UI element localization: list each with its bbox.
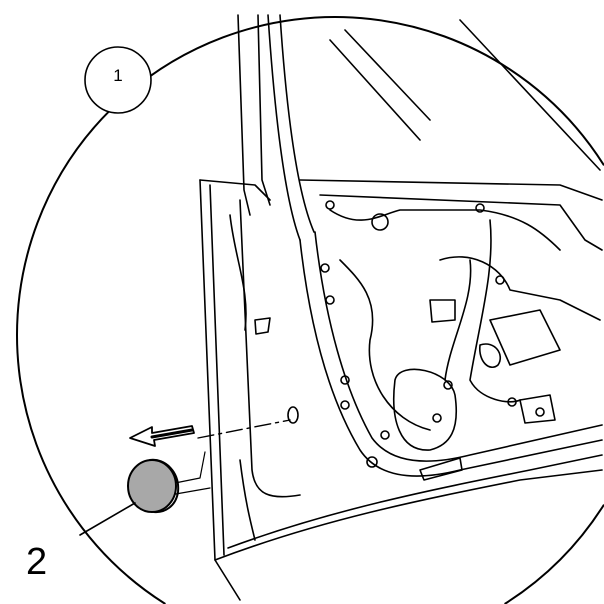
alignment-line: [197, 419, 291, 439]
callout-2-label: 2: [26, 541, 48, 583]
drain-plug: [127, 458, 180, 514]
callout-1-label: 1: [113, 66, 123, 85]
callout-2-leader: [79, 502, 136, 536]
removal-arrow-icon: [129, 425, 195, 447]
callout-1-circle: [84, 46, 152, 114]
door-frame: [199, 14, 603, 601]
